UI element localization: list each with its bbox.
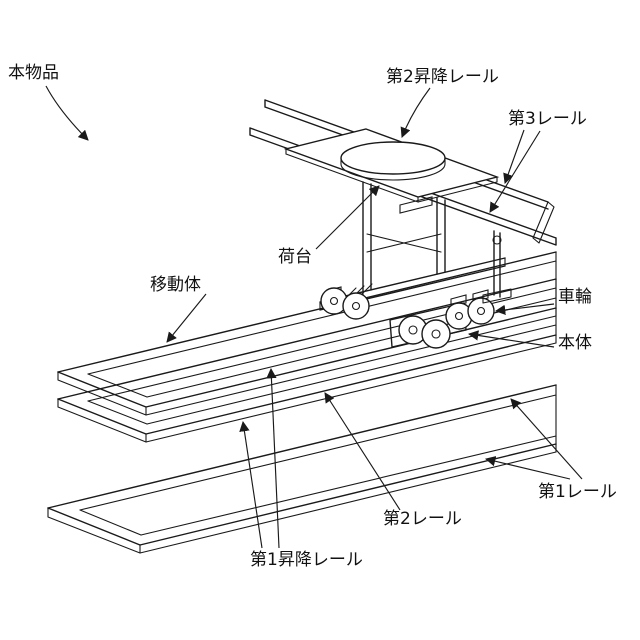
label-first-rail: 第1レール: [538, 482, 617, 502]
wheel-right-near: [467, 297, 495, 325]
leader-lines: [45, 85, 583, 549]
label-main-body: 本体: [558, 333, 592, 353]
carriage-group: [319, 257, 506, 349]
leader-load-platform: [315, 185, 380, 250]
plate-bracket: [399, 196, 433, 214]
leader-third-rail-b: [489, 130, 541, 213]
leader-first-rail-b: [484, 456, 571, 480]
cross-brace: [366, 233, 442, 253]
label-third-rail: 第3レール: [508, 109, 587, 129]
leader-product: [45, 85, 89, 141]
labels-group: 本物品 第2昇降レール 第3レール 荷台 移動体 車輪 本体 第1レール 第2レ…: [8, 63, 617, 570]
first-rail-frame-bottom: [47, 384, 557, 554]
leader-wheel: [494, 303, 555, 316]
axle-box: [472, 289, 489, 303]
hanger-post: [493, 230, 501, 298]
axle-box: [450, 294, 467, 308]
wheel-center-near: [421, 319, 451, 349]
label-wheel: 車輪: [558, 287, 592, 307]
leader-moving-body: [166, 293, 207, 343]
label-second-rail: 第2レール: [383, 509, 462, 529]
end-crossbar: [532, 201, 555, 244]
leader-first-rail-a: [510, 398, 583, 480]
leader-second-lift-rail: [400, 87, 431, 138]
label-load-platform: 荷台: [278, 247, 312, 267]
label-product: 本物品: [8, 63, 59, 83]
label-moving-body: 移動体: [150, 275, 201, 295]
leader-first-lift-rail-b: [239, 420, 263, 549]
lift-post-left: [362, 181, 372, 293]
load-platform-ellipse: [340, 141, 446, 175]
leader-main-body: [467, 330, 555, 348]
leader-second-rail: [324, 392, 401, 511]
leader-first-lift-rail-a: [266, 367, 280, 549]
leader-third-rail-a: [503, 129, 525, 184]
hanger-foot: [482, 288, 512, 304]
label-first-lift-rail: 第1昇降レール: [250, 550, 363, 570]
lift-posts-group: [362, 181, 512, 304]
lift-post-right: [436, 197, 446, 275]
load-platform-group: [340, 141, 446, 181]
label-second-lift-rail: 第2昇降レール: [386, 67, 499, 87]
hanger-pin: [492, 235, 502, 245]
wheel-left-near: [342, 292, 370, 320]
